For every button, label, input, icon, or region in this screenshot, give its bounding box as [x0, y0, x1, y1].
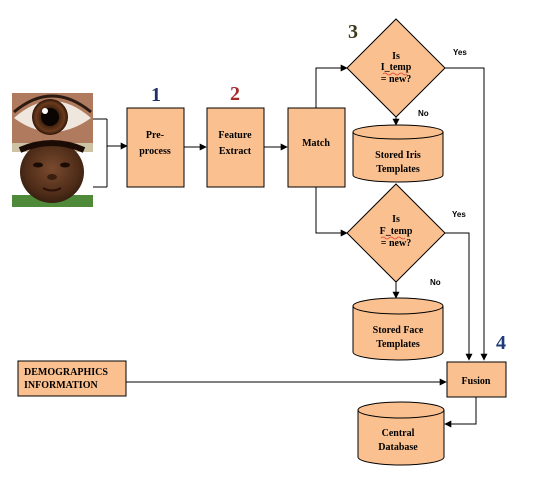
step-number-1: 1 — [151, 84, 161, 106]
face-decision-diamond: Is F_temp = new? — [346, 183, 446, 283]
step-number-3: 3 — [348, 21, 358, 43]
preprocess-label-line1: Pre- — [146, 130, 164, 141]
stored-face-templates: Stored Face Templates — [352, 297, 444, 361]
preprocess-box: Pre- process — [126, 107, 185, 188]
step-number-2: 2 — [230, 83, 240, 105]
iris-decision-line1: Is — [392, 51, 400, 62]
fusion-box: Fusion — [446, 361, 507, 398]
central-db-line2: Database — [378, 442, 418, 453]
demographics-line2: INFORMATION — [24, 380, 98, 391]
face-spell-squiggle — [380, 236, 406, 240]
central-db-line1: Central — [382, 428, 415, 439]
stored-iris-templates: Stored Iris Templates — [352, 124, 444, 183]
eye-photo — [12, 93, 93, 143]
demographics-box: DEMOGRAPHICS INFORMATION — [17, 360, 127, 397]
feature-label-line1: Feature — [218, 130, 252, 141]
iris-decision-diamond: Is I_temp = new? — [346, 18, 446, 118]
iris-yes-label: Yes — [453, 48, 467, 57]
arrow-match-to-face-decision — [315, 187, 348, 237]
face-yes-label: Yes — [452, 210, 466, 219]
face-decision-line3: = new? — [381, 238, 411, 249]
photo-bracket — [93, 118, 128, 188]
stored-face-line2: Templates — [376, 339, 420, 350]
iris-decision-line2: I_temp — [381, 62, 412, 73]
face-decision-line2: F_temp — [380, 226, 413, 237]
arrow-iris-yes-to-fusion — [445, 67, 488, 361]
iris-no-label: No — [418, 109, 429, 118]
feature-label-line2: Extract — [219, 146, 252, 157]
stored-face-line1: Stored Face — [373, 325, 424, 336]
feature-extract-box: Feature Extract — [206, 107, 265, 188]
stored-iris-line1: Stored Iris — [375, 150, 421, 161]
central-database: Central Database — [357, 401, 445, 466]
match-label: Match — [302, 138, 330, 149]
arrow-face-yes-to-fusion — [445, 232, 473, 361]
iris-decision-line3: = new? — [381, 74, 411, 85]
demographics-line1: DEMOGRAPHICS — [24, 367, 108, 378]
match-box: Match — [287, 107, 346, 188]
face-decision-line1: Is — [392, 214, 400, 225]
fusion-label: Fusion — [462, 376, 491, 387]
face-no-label: No — [430, 278, 441, 287]
arrow-match-to-iris-decision — [315, 64, 348, 108]
step-number-4: 4 — [496, 332, 506, 354]
preprocess-label-line2: process — [139, 146, 171, 157]
stored-iris-line2: Templates — [376, 164, 420, 175]
face-photo — [12, 140, 93, 207]
arrow-fusion-to-central-db — [444, 397, 477, 428]
iris-spell-squiggle — [382, 72, 408, 76]
